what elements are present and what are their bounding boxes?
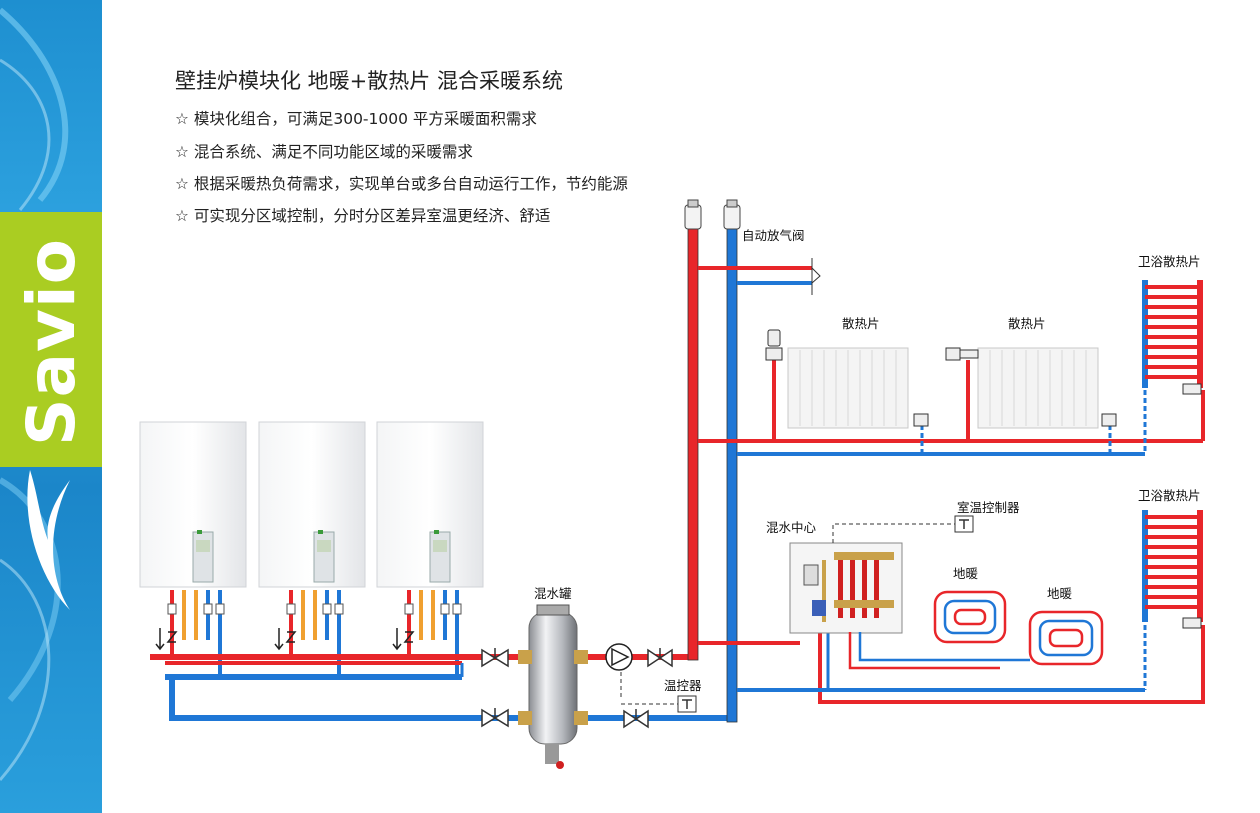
brand-swoosh-icon [27, 470, 70, 610]
sidebar-wave-decoration [0, 7, 69, 781]
floor-supply-line [698, 625, 1205, 704]
return-riser [726, 227, 738, 723]
air-valve-icon [684, 199, 702, 230]
temp-controller-label: 温控器 [664, 678, 702, 693]
thermostatic-valve-icon [765, 329, 1117, 427]
check-valve-symbols [155, 628, 415, 651]
floor-heating-loop [858, 610, 1104, 666]
brand-band [0, 212, 102, 467]
floor-heating-loop [848, 590, 1007, 670]
bullet-text: 混合系统、满足不同功能区域的采暖需求 [193, 143, 473, 161]
bath-towel-radiator [1142, 280, 1203, 395]
return-header [165, 663, 530, 721]
radiator [787, 347, 909, 429]
radiator-label: 散热片 [842, 316, 880, 331]
ball-valve-icon [623, 709, 649, 729]
star-icon: ☆ [175, 110, 189, 128]
star-icon: ☆ [175, 207, 189, 225]
boiler [139, 421, 247, 588]
radiator-label: 散热片 [1008, 316, 1046, 331]
bath-towel-radiator [1142, 510, 1203, 629]
mixing-tank [518, 604, 588, 769]
radiator [977, 347, 1099, 429]
star-icon: ☆ [175, 143, 189, 161]
bullet-text: 可实现分区域控制，分时分区差异室温更经济、舒适 [193, 207, 551, 225]
boiler [258, 421, 366, 588]
bath-radiator-label: 卫浴散热片 [1138, 254, 1201, 269]
mixing-center-label: 混水中心 [766, 520, 817, 535]
supply-header [150, 654, 530, 665]
ball-valve-icon [647, 648, 673, 668]
room-thermostat-icon [832, 515, 974, 543]
feature-bullet: ☆ 混合系统、满足不同功能区域的采暖需求 [175, 140, 473, 162]
feature-bullet: ☆ 根据采暖热负荷需求，实现单台或多台自动运行工作，节约能源 [175, 172, 628, 194]
supply-riser [687, 227, 699, 661]
floor-return-line [737, 625, 1147, 692]
floor-heating-label: 地暖 [953, 566, 979, 581]
boiler [376, 421, 484, 588]
bullet-text: 模块化组合，可满足300-1000 平方采暖面积需求 [193, 110, 537, 128]
ball-valve-icon [481, 648, 509, 728]
page-title: 壁挂炉模块化 地暖+散热片 混合采暖系统 [175, 69, 563, 93]
pump-icon [605, 643, 633, 671]
feature-bullet: ☆ 模块化组合，可满足300-1000 平方采暖面积需求 [175, 107, 537, 129]
air-valve-icon [723, 199, 741, 230]
star-icon: ☆ [175, 175, 189, 193]
feature-bullet: ☆ 可实现分区域控制，分时分区差异室温更经济、舒适 [175, 204, 550, 226]
radiator-return-line [737, 390, 1147, 456]
bullet-text: 根据采暖热负荷需求，实现单台或多台自动运行工作，节约能源 [193, 175, 628, 193]
brand-sidebar: Savio [0, 0, 102, 813]
bath-radiator-label: 卫浴散热片 [1138, 488, 1201, 503]
heating-system-diagram: 混水罐 温控器 自动放气阀 [139, 199, 1205, 769]
small-valve-icons [167, 603, 462, 615]
floor-heating-label: 地暖 [1047, 586, 1073, 601]
mixing-tank-label: 混水罐 [534, 586, 572, 601]
branch-stubs [698, 258, 821, 295]
radiator-supply-line [698, 360, 1205, 443]
temp-controller-icon [620, 672, 697, 713]
mixing-center-unit [789, 542, 903, 634]
auto-air-valve-label: 自动放气阀 [742, 228, 805, 243]
room-thermostat-label: 室温控制器 [957, 500, 1020, 515]
